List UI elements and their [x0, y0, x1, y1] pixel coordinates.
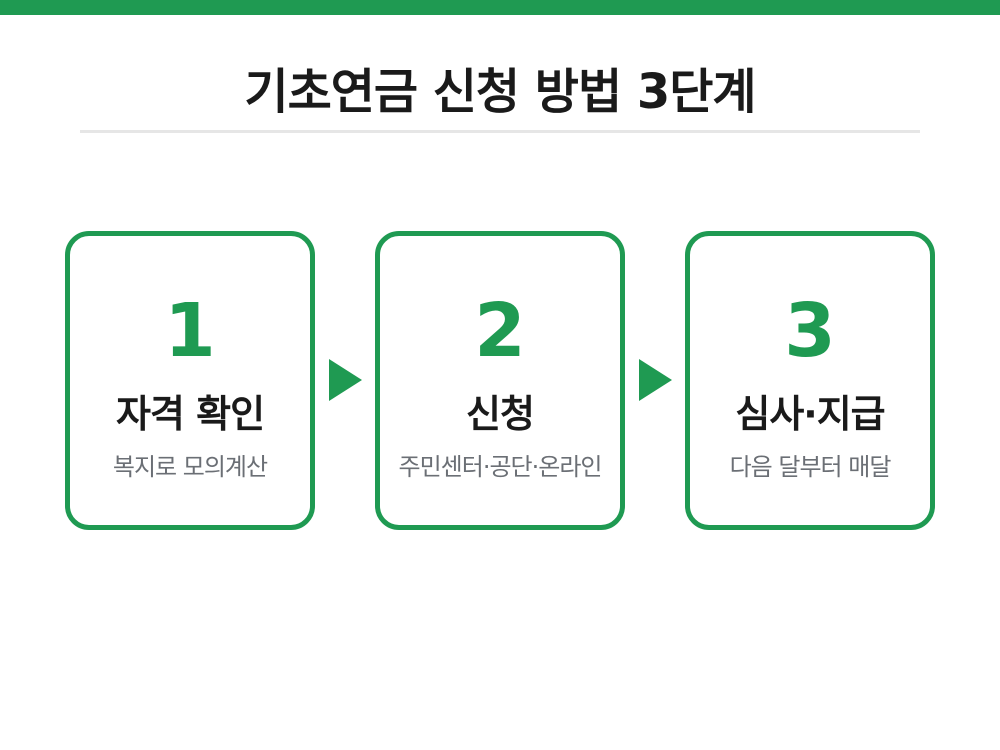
title-divider — [80, 130, 920, 133]
step-title: 신청 — [466, 392, 535, 436]
top-accent-bar — [0, 0, 1000, 15]
page-title: 기초연금 신청 방법 3단계 — [244, 64, 756, 120]
step-number: 1 — [164, 288, 216, 374]
step-description: 주민센터·공단·온라인 — [398, 453, 603, 481]
step-number: 3 — [784, 288, 836, 374]
step-card-1: 1 자격 확인 복지로 모의계산 — [65, 231, 315, 530]
step-number: 2 — [474, 288, 526, 374]
arrow-right-icon — [639, 359, 672, 401]
step-title: 자격 확인 — [115, 392, 265, 436]
step-card-2: 2 신청 주민센터·공단·온라인 — [375, 231, 625, 530]
step-description: 복지로 모의계산 — [112, 453, 268, 481]
step-card-3: 3 심사·지급 다음 달부터 매달 — [685, 231, 935, 530]
arrow-right-icon — [329, 359, 362, 401]
step-description: 다음 달부터 매달 — [729, 453, 892, 481]
step-title: 심사·지급 — [735, 392, 885, 436]
